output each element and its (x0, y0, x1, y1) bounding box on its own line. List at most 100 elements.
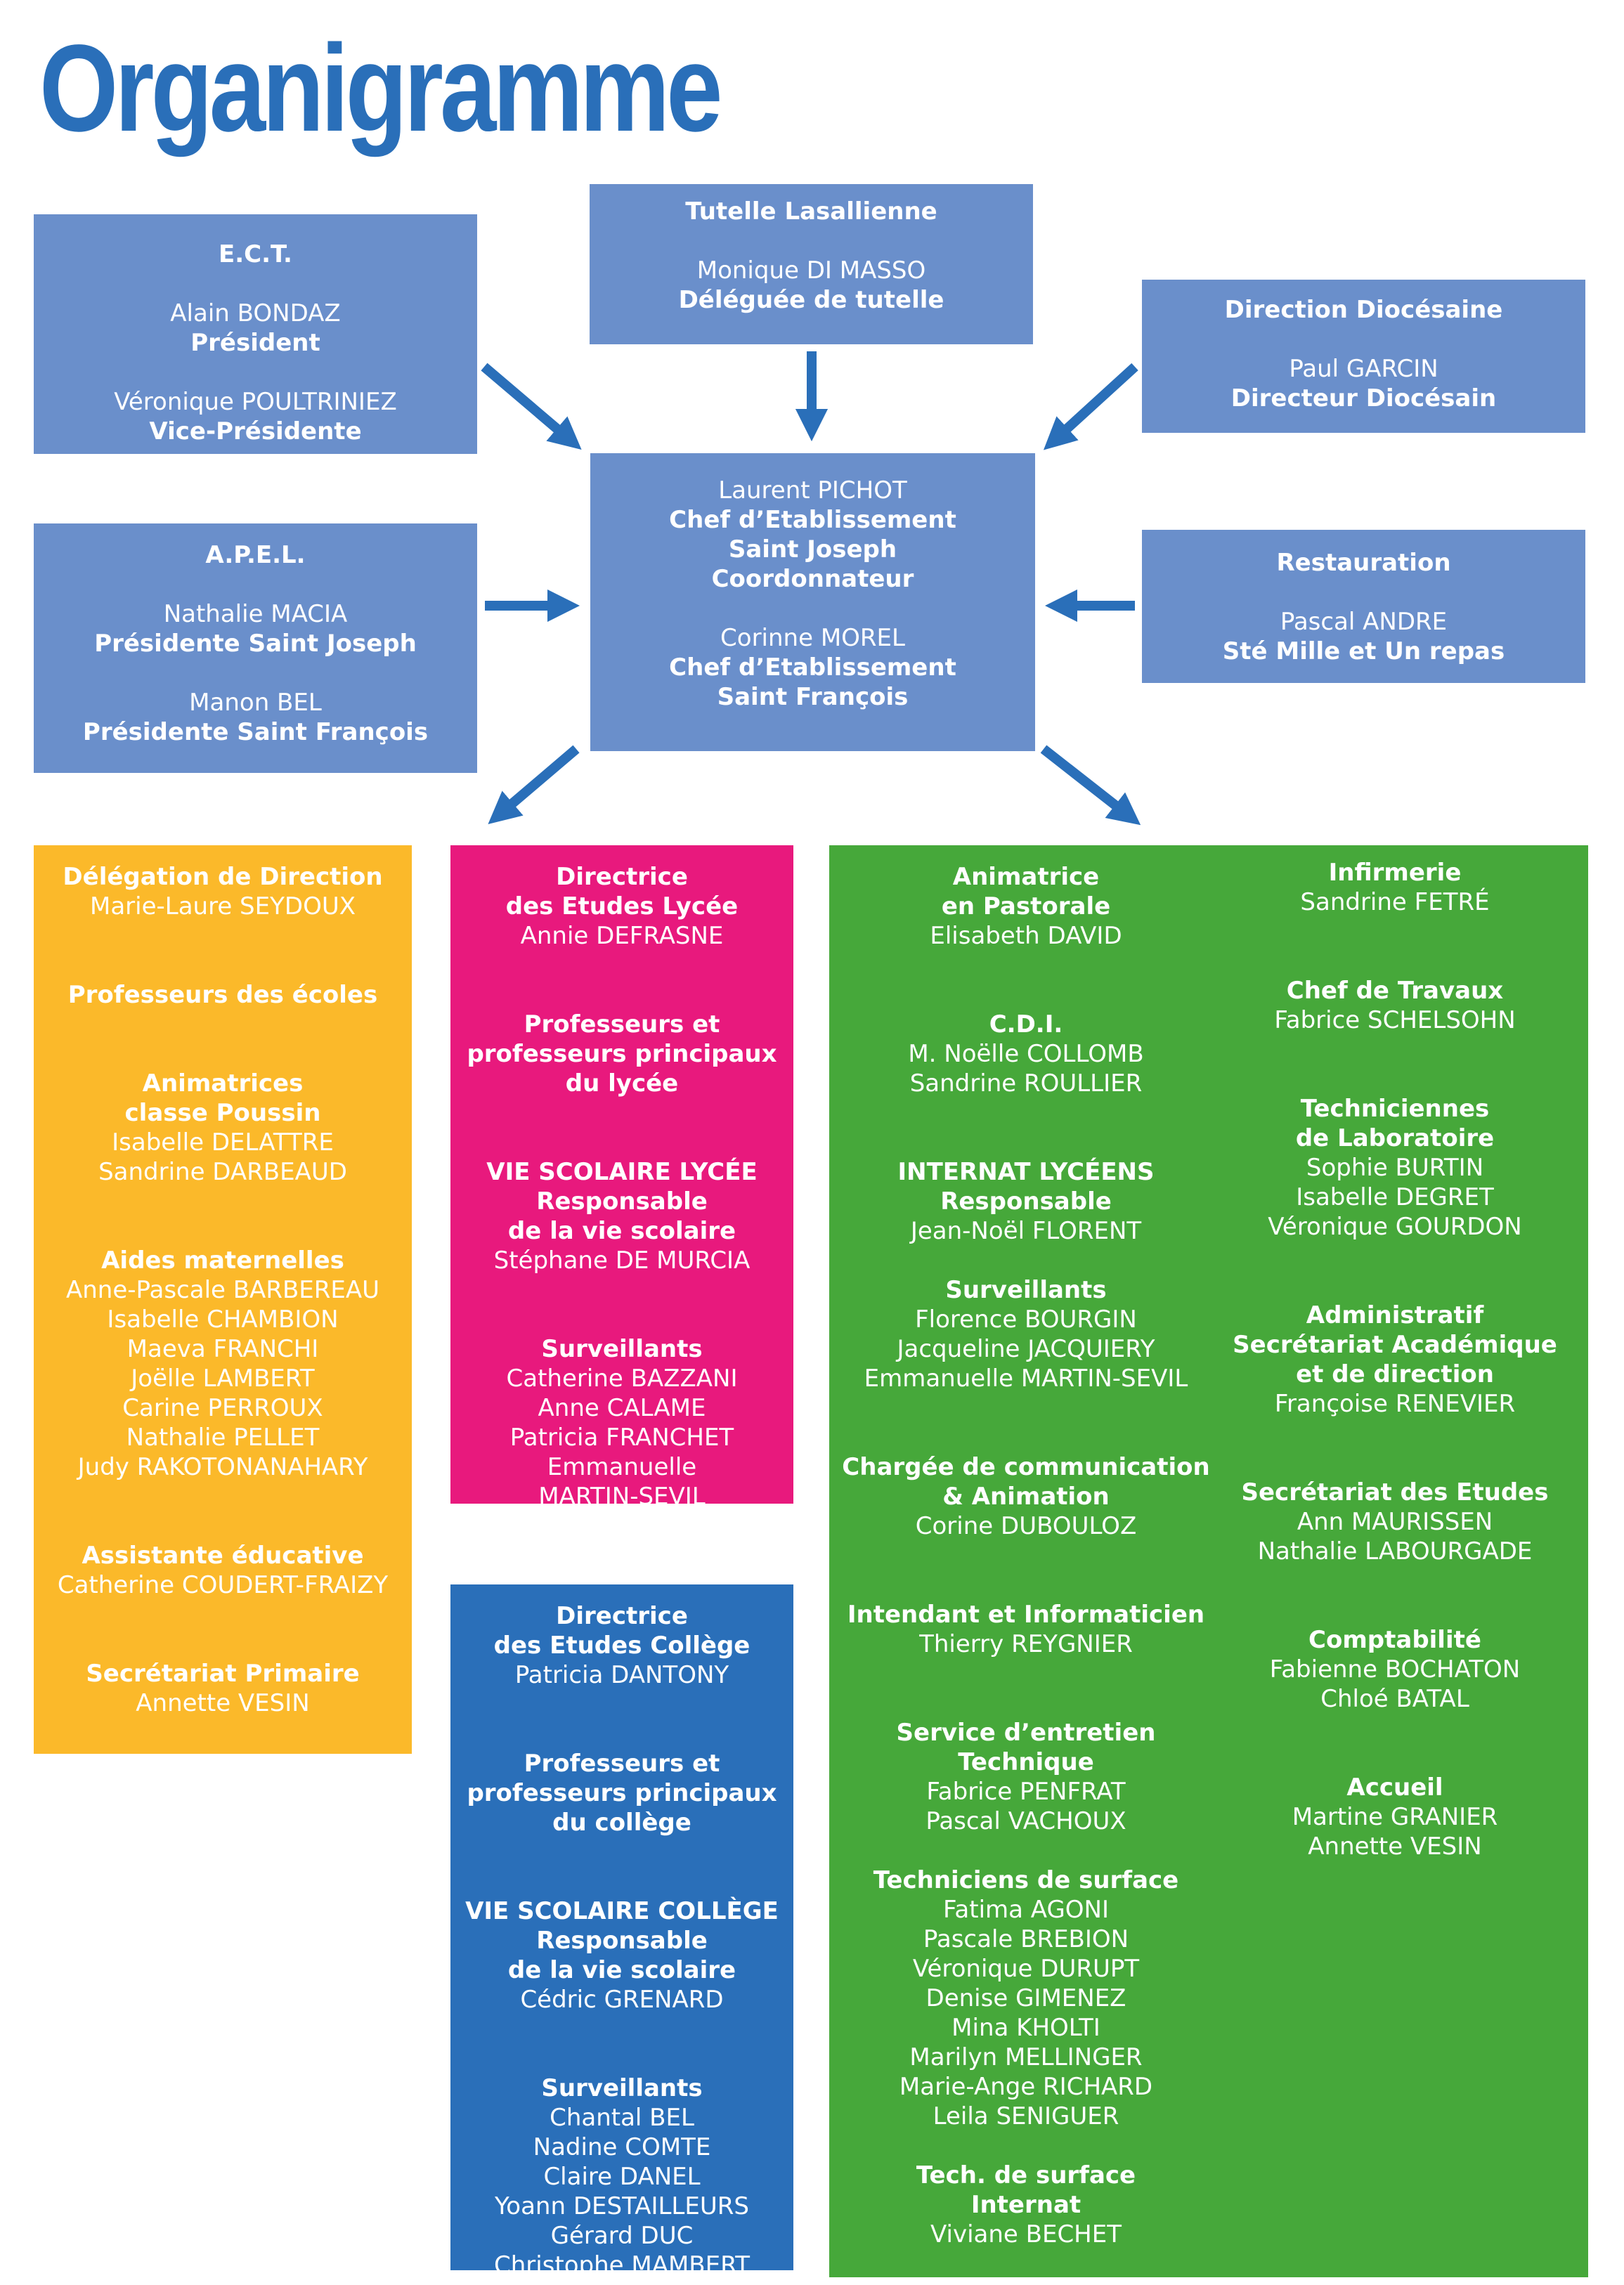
staff-name: Annette VESIN (1308, 1832, 1482, 1861)
section-heading-line: Internat (970, 2191, 1081, 2219)
section-heading: Délégation de Direction (34, 862, 412, 892)
section-heading-line: Service d’entretien (896, 1719, 1156, 1747)
chef-etablissement-box: Laurent PICHOT Chef d’Etablissement Sain… (590, 453, 1035, 751)
staff-name: Nathalie LABOURGADE (1257, 1537, 1533, 1565)
apel-role2: Présidente Saint François (82, 718, 429, 746)
section-names: Françoise RENEVIER (1205, 1389, 1585, 1419)
staff-name: Jean-Noël FLORENT (910, 1217, 1142, 1245)
section-heading-line: VIE SCOLAIRE COLLÈGE (465, 1897, 779, 1925)
section-heading-line: VIE SCOLAIRE LYCÉE (486, 1158, 758, 1186)
staff-name: Nathalie PELLET (126, 1424, 320, 1452)
section-heading-line: professeurs principaux (467, 1779, 777, 1807)
staff-name: Pascal VACHOUX (925, 1807, 1126, 1835)
staff-name: Jacqueline JACQUIERY (897, 1335, 1155, 1363)
section-heading: Intendant et Informaticien (829, 1600, 1223, 1629)
diocesaine-role: Directeur Diocésain (1230, 384, 1497, 412)
section-names: Annie DEFRASNE (450, 921, 793, 951)
section-heading-line: Infirmerie (1328, 859, 1462, 887)
section-heading-line: Délégation de Direction (63, 863, 383, 891)
staff-name: Fabrice SCHELSOHN (1274, 1006, 1516, 1034)
section-heading-line: Surveillants (541, 2074, 703, 2102)
staff-name: Emmanuelle MARTIN-SEVIL (864, 1365, 1188, 1393)
section-heading-line: classe Poussin (124, 1099, 321, 1127)
staff-name: Marie-Laure SEYDOUX (89, 892, 356, 920)
section-heading: Chargée de communication& Animation (829, 1452, 1223, 1511)
section-heading-line: des Etudes Collège (493, 1632, 751, 1660)
arrow-diocesaine-to-center (1043, 363, 1138, 450)
section-heading-line: des Etudes Lycée (505, 892, 739, 920)
staff-name: Christophe MAMBERT (493, 2251, 751, 2279)
staff-name: Chloé BATAL (1320, 1685, 1469, 1713)
section-names: Corine DUBOULOZ (829, 1511, 1223, 1541)
staff-name: Denise GIMENEZ (925, 1984, 1126, 2012)
staff-name: Elisabeth DAVID (930, 922, 1122, 950)
section-names: Cédric GRENARD (450, 1985, 793, 2014)
staff-name: Françoise RENEVIER (1274, 1390, 1516, 1418)
section-heading-line: Intendant et Informaticien (847, 1601, 1205, 1629)
center-person1: Laurent PICHOT (718, 476, 907, 504)
staff-name: Claire DANEL (543, 2163, 701, 2191)
section-heading-line: Aides maternelles (101, 1246, 344, 1275)
section-names: Fabrice SCHELSOHN (1205, 1005, 1585, 1035)
staff-name: Catherine BAZZANI (506, 1365, 738, 1393)
section-heading-line: Directrice (556, 863, 688, 891)
tutelle-person: Monique DI MASSO (696, 256, 926, 285)
staff-name: Fabrice PENFRAT (926, 1778, 1126, 1806)
staff-name: Fabienne BOCHATON (1269, 1655, 1521, 1684)
staff-name: Nadine COMTE (533, 2133, 711, 2161)
section-heading-line: Professeurs et (524, 1750, 720, 1778)
section-heading: Surveillants (829, 1275, 1223, 1305)
section-heading-line: Responsable (536, 1187, 708, 1216)
center-role1-line: Saint Joseph (728, 535, 897, 564)
staff-name: Ann MAURISSEN (1297, 1508, 1493, 1536)
ect-box: E.C.T. Alain BONDAZ Président Véronique … (34, 214, 477, 454)
section-heading-line: Responsable (536, 1927, 708, 1955)
apel-box: A.P.E.L. Nathalie MACIA Présidente Saint… (34, 523, 477, 773)
ect-vice-president-role: Vice-Présidente (149, 417, 362, 445)
section-names: Sandrine FETRÉ (1205, 887, 1585, 917)
section-heading-line: du lycée (565, 1069, 679, 1098)
center-person2: Corinne MOREL (720, 624, 905, 652)
section-heading: Secrétariat Primaire (34, 1659, 412, 1688)
section-heading-line: Surveillants (945, 1276, 1107, 1304)
apel-role1: Présidente Saint Joseph (94, 630, 417, 658)
staff-name: Thierry REYGNIER (919, 1630, 1133, 1658)
center-role2-line: Saint François (717, 683, 909, 711)
staff-name: Anne-Pascale BARBEREAU (65, 1276, 380, 1304)
section-heading: Surveillants (450, 2074, 793, 2103)
staff-name: Sandrine ROULLIER (909, 1069, 1143, 1098)
section-heading: Surveillants (450, 1334, 793, 1364)
section-names: Annette VESIN (34, 1688, 412, 1718)
arrow-center-to-right (1040, 745, 1141, 826)
section-heading-line: de la vie scolaire (507, 1956, 736, 1984)
section-heading-line: du collège (552, 1809, 691, 1837)
